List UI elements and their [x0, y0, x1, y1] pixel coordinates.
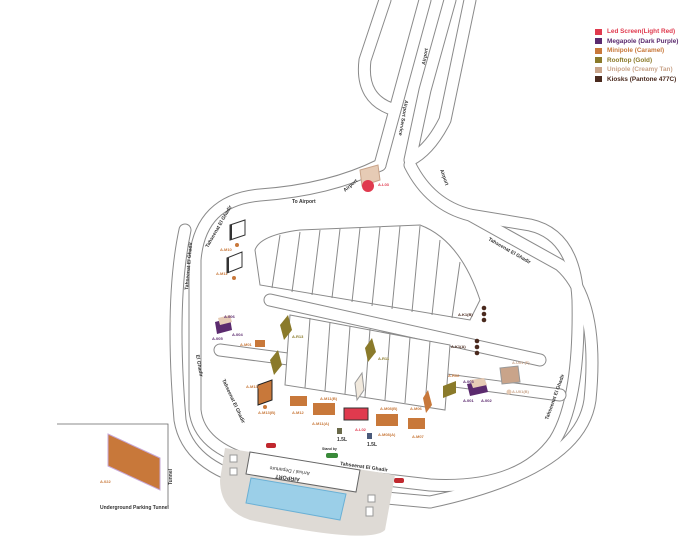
- legend-swatch-icon: [595, 47, 602, 54]
- car-icon: [326, 453, 338, 458]
- svg-text:A.M08(B): A.M08(B): [380, 406, 398, 411]
- legend-item: Minipole (Caramel): [595, 46, 678, 56]
- legend-label: Kiosks (Pantone 477C): [607, 75, 677, 83]
- led-screen-l02: A.L02: [343, 407, 369, 432]
- legend-item: Rooftop (Gold): [595, 56, 678, 66]
- road-label: Airport: [438, 169, 449, 187]
- svg-text:A.U01 (F): A.U01 (F): [512, 360, 530, 365]
- svg-text:A.M08(A): A.M08(A): [378, 432, 396, 437]
- svg-text:A.006: A.006: [224, 314, 235, 319]
- legend-item: Kiosks (Pantone 477C): [595, 75, 678, 85]
- rooftop-mid: A.R11: [354, 338, 390, 402]
- megapole-right: A.003 A.001 A.002: [463, 378, 492, 403]
- svg-text:A.M06: A.M06: [410, 406, 423, 411]
- legend-swatch-icon: [595, 57, 602, 64]
- svg-text:A.001: A.001: [463, 398, 474, 403]
- svg-text:1.5L: 1.5L: [367, 442, 377, 448]
- road-label: El Ghadir: [194, 354, 204, 377]
- minipole-m08: A.M08(B) A.M08(A): [376, 406, 398, 437]
- parking-lot-north: [254, 224, 481, 321]
- svg-text:A.K1(B): A.K1(B): [458, 312, 473, 317]
- svg-text:A.L02: A.L02: [355, 427, 367, 432]
- legend-swatch-icon: [595, 76, 602, 83]
- svg-text:A.002: A.002: [481, 398, 492, 403]
- legend-label: Rooftop (Gold): [607, 56, 653, 64]
- road-label: To Airport: [292, 199, 316, 205]
- legend-item: Megapole (Dark Purple): [595, 37, 678, 47]
- road-label: Airport: [421, 48, 430, 66]
- rooftop-left: A.R13: [270, 315, 304, 375]
- svg-text:A.022: A.022: [100, 479, 111, 484]
- svg-text:A.U01(B): A.U01(B): [512, 389, 530, 394]
- road-label: Tahseenat El Ghadir: [220, 378, 246, 424]
- small-signs: 1.5L 1.5L: [337, 428, 377, 448]
- kiosks-south: A.K1(A): [451, 338, 480, 356]
- svg-text:A.M01: A.M01: [240, 342, 253, 347]
- megapole-left: A.006 A.005 A.004: [212, 314, 243, 341]
- svg-text:A.K1(A): A.K1(A): [451, 344, 466, 349]
- parking-lot-south: [284, 314, 451, 411]
- svg-text:Arrival / Departure: Arrival / Departure: [269, 464, 310, 476]
- svg-text:A.003: A.003: [463, 379, 474, 384]
- svg-text:A.M13(B): A.M13(B): [258, 410, 276, 415]
- svg-text:A.004: A.004: [232, 332, 243, 337]
- legend-swatch-icon: [595, 28, 602, 35]
- led-screen-marker: [362, 180, 374, 192]
- minipole-m11a: A.M11(B) A.M11(A): [312, 396, 338, 426]
- svg-text:Stand by: Stand by: [322, 447, 337, 451]
- legend-item: Unipole (Creamy Tan): [595, 65, 678, 75]
- minipole-m07: A.M07 A.M06: [408, 390, 432, 439]
- legend-label: Minipole (Caramel): [607, 47, 665, 54]
- svg-text:Underground Parking Tunnel: Underground Parking Tunnel: [100, 505, 169, 511]
- svg-text:A.M11(B): A.M11(B): [320, 396, 338, 401]
- airport-terminal: AIRPORT Arrival / Departure: [220, 448, 395, 536]
- svg-text:Tunnel: Tunnel: [168, 468, 174, 485]
- legend-label: Led Screen(Light Red): [607, 28, 676, 35]
- rooftop-right: A.R02: [443, 373, 460, 398]
- legend-swatch-icon: [595, 66, 602, 73]
- svg-text:A.M11(A): A.M11(A): [312, 421, 330, 426]
- map-legend: Led Screen(Light Red) Megapole (Dark Purp…: [595, 27, 678, 84]
- svg-text:A.R11: A.R11: [378, 356, 390, 361]
- car-icon: [266, 443, 276, 448]
- legend-label: Unipole (Creamy Tan): [607, 66, 673, 73]
- svg-text:A.005: A.005: [212, 336, 223, 341]
- billboard-m10: A.M10: [220, 219, 246, 252]
- unipole-top: A.L03: [359, 164, 390, 192]
- minipole-m01: A.M01: [240, 340, 265, 347]
- svg-text:A.M10: A.M10: [220, 247, 233, 252]
- parking-stalls: [271, 225, 461, 319]
- svg-text:A.R13: A.R13: [292, 334, 304, 339]
- legend-swatch-icon: [595, 38, 602, 45]
- svg-text:A.M11: A.M11: [216, 271, 228, 276]
- svg-text:A.M07: A.M07: [412, 434, 425, 439]
- legend-label: Megapole (Dark Purple): [607, 37, 679, 45]
- svg-text:A.L03: A.L03: [378, 182, 390, 187]
- billboard-m11: A.M11: [216, 251, 243, 280]
- car-icon: [394, 478, 404, 483]
- minipole-m12: A.M12: [290, 396, 307, 415]
- svg-text:A.R02: A.R02: [448, 373, 460, 378]
- unipole-u01: A.U01 (F) A.U01(B): [499, 360, 530, 395]
- legend-item: Led Screen(Light Red): [595, 27, 678, 37]
- kiosks-north: A.K1(B): [458, 305, 487, 323]
- svg-text:A.M12: A.M12: [292, 410, 305, 415]
- svg-text:A.M13(A): A.M13(A): [246, 384, 264, 389]
- svg-text:1.5L: 1.5L: [337, 437, 347, 443]
- minipole-m13: A.M13(A) A.M13(B): [246, 379, 276, 415]
- tunnel-inset: A.022 Underground Parking Tunnel Tunnel: [57, 423, 174, 511]
- svg-text:AIRPORT: AIRPORT: [274, 472, 300, 481]
- road-label: Tahseenat El Ghadir: [184, 242, 194, 290]
